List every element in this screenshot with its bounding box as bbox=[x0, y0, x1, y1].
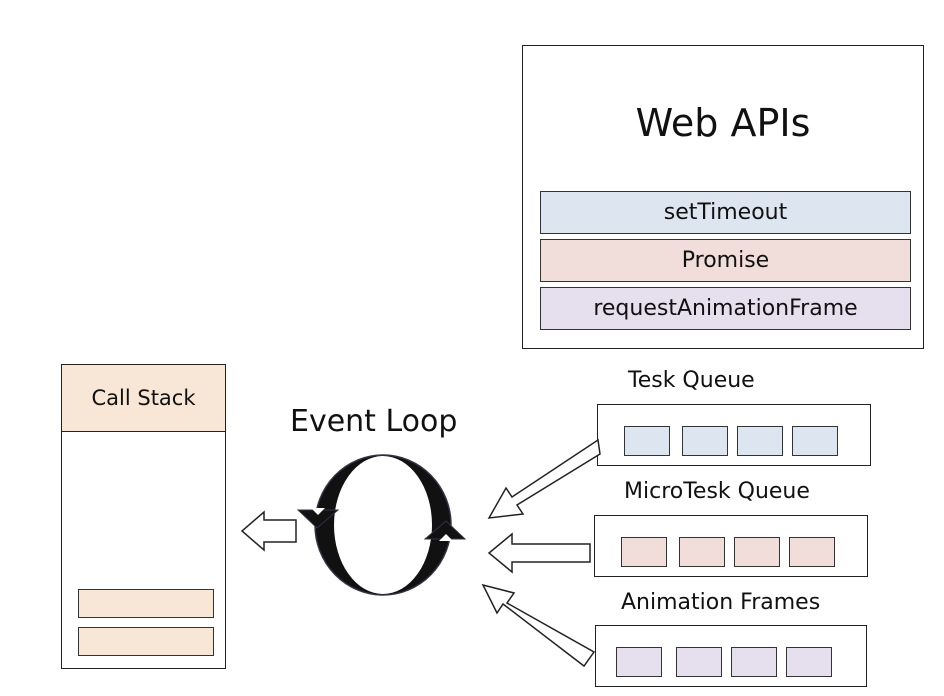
arrow-from-animation-frames bbox=[481, 583, 596, 668]
queue-item bbox=[789, 537, 835, 567]
web-apis-title: Web APIs bbox=[635, 101, 811, 145]
web-apis-panel: Web APIs setTimeout Promise requestAnima… bbox=[522, 45, 924, 349]
api-promise: Promise bbox=[540, 239, 911, 282]
queue-item bbox=[624, 426, 670, 456]
queue-item bbox=[679, 537, 725, 567]
queue-item bbox=[786, 647, 832, 677]
stack-frame bbox=[78, 589, 214, 618]
arrow-from-microtask-queue bbox=[487, 532, 591, 574]
animation-frames-title: Animation Frames bbox=[621, 590, 821, 615]
api-label: setTimeout bbox=[663, 200, 788, 225]
animation-frames-queue bbox=[595, 625, 867, 687]
api-label: Promise bbox=[681, 248, 770, 273]
microtask-queue-title: MicroTesk Queue bbox=[624, 479, 810, 504]
queue-item bbox=[676, 647, 722, 677]
api-label: requestAnimationFrame bbox=[593, 296, 858, 321]
queue-item bbox=[682, 426, 728, 456]
arrow-to-call-stack bbox=[240, 510, 297, 552]
arrow-from-task-queue bbox=[487, 438, 601, 519]
call-stack: Call Stack bbox=[61, 364, 226, 669]
queue-item bbox=[734, 537, 780, 567]
queue-item bbox=[737, 426, 783, 456]
call-stack-header: Call Stack bbox=[62, 365, 225, 432]
api-settimeout: setTimeout bbox=[540, 191, 911, 234]
task-queue bbox=[597, 404, 871, 466]
task-queue-title: Tesk Queue bbox=[628, 368, 755, 393]
event-loop-label: Event Loop bbox=[290, 404, 458, 439]
queue-item bbox=[621, 537, 667, 567]
queue-item bbox=[731, 647, 777, 677]
queue-item bbox=[792, 426, 838, 456]
microtask-queue bbox=[594, 515, 868, 577]
stack-frame bbox=[78, 627, 214, 656]
call-stack-title: Call Stack bbox=[91, 386, 196, 410]
event-loop-cycle-icon bbox=[296, 454, 467, 596]
api-request-animation-frame: requestAnimationFrame bbox=[540, 287, 911, 330]
queue-item bbox=[616, 647, 662, 677]
